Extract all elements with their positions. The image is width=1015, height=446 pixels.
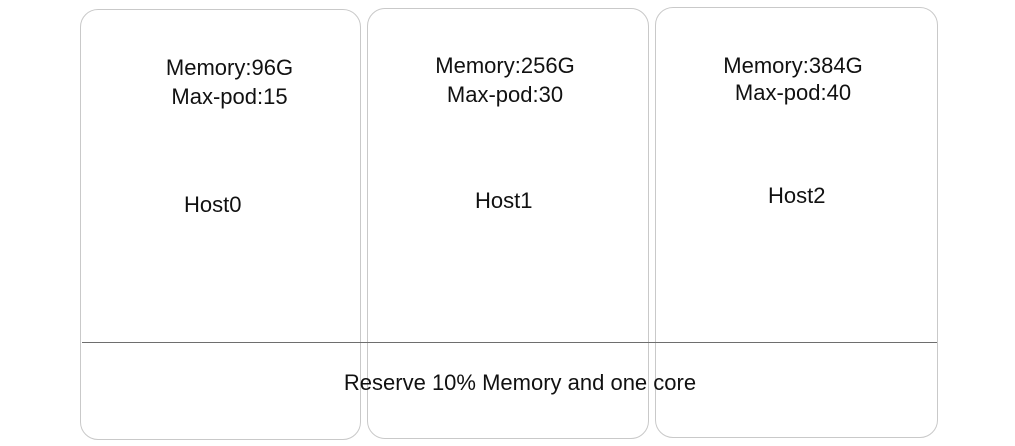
host-2-label: Host2 — [768, 183, 826, 208]
host-1-label: Host1 — [475, 188, 533, 213]
host-box-2 — [655, 7, 938, 438]
host-box-0 — [80, 9, 361, 440]
host-1-memory: Memory:256G — [435, 53, 575, 78]
reserve-divider-line — [82, 342, 937, 343]
host-2-max-pod: Max-pod:40 — [734, 80, 852, 105]
host-0-max-pod: Max-pod:15 — [171, 84, 288, 109]
host-0-memory: Memory:96G — [165, 55, 294, 80]
reserve-note: Reserve 10% Memory and one core — [343, 370, 697, 395]
host-1-max-pod: Max-pod:30 — [446, 82, 564, 107]
host-0-label: Host0 — [184, 192, 242, 217]
host-box-1 — [367, 8, 649, 439]
host-2-memory: Memory:384G — [723, 53, 863, 78]
